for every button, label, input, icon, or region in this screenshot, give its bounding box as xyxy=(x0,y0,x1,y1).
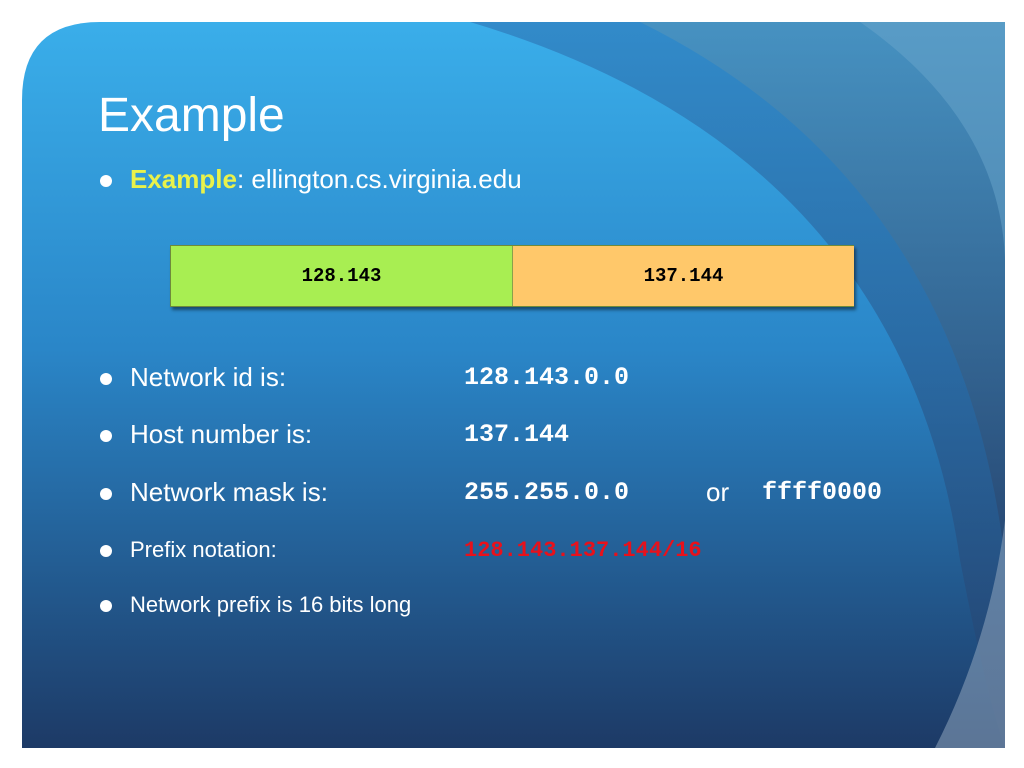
bullet-label: Prefix notation: xyxy=(130,537,277,562)
network-id-value: 128.143.0.0 xyxy=(464,363,630,392)
bullet-label: Network prefix is 16 bits long xyxy=(130,592,412,617)
network-mask-hex-value: ffff0000 xyxy=(762,478,883,507)
prefix-notation-value: 128.143.137.144/16 xyxy=(464,538,702,563)
host-part-cell: 137.144 xyxy=(513,246,854,306)
address-box: 128.143 137.144 xyxy=(170,245,854,307)
slide-title: Example xyxy=(98,89,285,142)
example-label: Example: ellington.cs.virginia.edu xyxy=(130,166,522,192)
bullet-label: Host number is: xyxy=(130,419,313,449)
bullet-label: Network mask is: xyxy=(130,477,328,507)
bullet-dot-icon xyxy=(100,430,112,442)
bullet-dot-icon xyxy=(100,488,112,500)
example-bold-label: Example xyxy=(130,164,237,194)
example-hostname: : ellington.cs.virginia.edu xyxy=(236,164,522,194)
network-part-cell: 128.143 xyxy=(171,246,513,306)
network-mask-value: 255.255.0.0 xyxy=(464,478,630,507)
bullet-dot-icon xyxy=(100,373,112,385)
bullet-dot-icon xyxy=(100,175,112,187)
host-number-value: 137.144 xyxy=(464,420,570,449)
or-text: or xyxy=(706,477,730,507)
bullet-dot-icon xyxy=(100,545,112,557)
bullet-label: Network id is: xyxy=(130,362,287,392)
bullet-dot-icon xyxy=(100,600,112,612)
